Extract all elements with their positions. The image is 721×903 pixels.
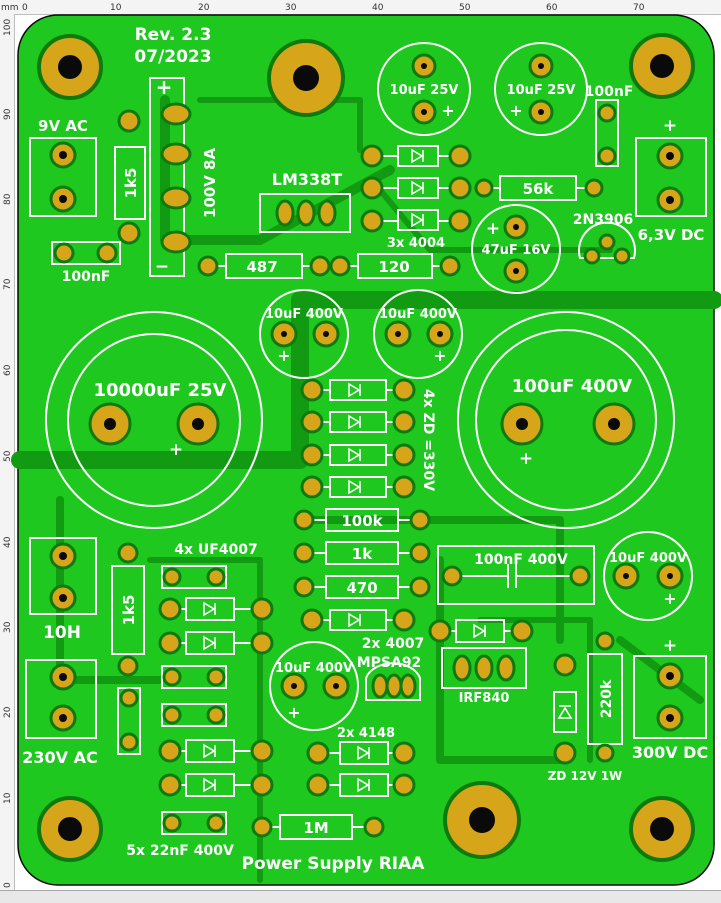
ruler-tick: 30 (3, 621, 13, 633)
label-bridge: 100V 8A (201, 148, 219, 219)
label-5x-22nf: 5x 22nF 400V (126, 843, 234, 859)
ruler-tick: 0 (22, 3, 28, 13)
label-9v-ac: 9V AC (38, 117, 88, 135)
solder-pads (49, 53, 684, 838)
silkscreen-labels: Rev. 2.3 07/2023 9V AC 1k5 100nF + − 100… (22, 25, 708, 874)
label-r487: 487 (246, 258, 277, 276)
label-c10uf400-c: 10uF 400V (609, 551, 687, 566)
label-r220k: 220k (599, 679, 615, 718)
ruler-tick: 40 (3, 536, 13, 548)
label-2x-4148: 2x 4148 (337, 726, 395, 741)
label-r56k: 56k (523, 180, 555, 198)
ruler-top-labels: mm 0 10 20 30 40 50 60 70 (1, 3, 645, 13)
diode-symbols (203, 148, 573, 793)
ruler-left (0, 14, 15, 890)
ruler-unit: mm (1, 3, 19, 13)
ruler-left-labels: 100 90 80 70 60 50 40 30 20 10 0 (3, 19, 13, 888)
ruler-tick: 100 (3, 19, 13, 36)
label-r120: 120 (378, 258, 409, 276)
c10uf400-a-plus: + (277, 346, 290, 365)
ruler-tick: 60 (546, 3, 558, 13)
label-zd-12v: ZD 12V 1W (548, 769, 623, 783)
ruler-tick: 10 (3, 792, 13, 804)
label-2x-4007: 2x 4007 (362, 636, 425, 652)
c47uf-plus: + (486, 219, 500, 239)
date-label: 07/2023 (134, 47, 211, 67)
ruler-tick: 30 (285, 3, 297, 13)
ruler-tick: 50 (3, 450, 13, 462)
label-2n3906: 2N3906 (573, 212, 633, 228)
label-r470: 470 (346, 579, 377, 597)
bridge-plus-mark: + (156, 75, 173, 99)
label-4x-zd: 4x ZD =330V (420, 389, 436, 491)
label-r1m: 1M (303, 819, 328, 837)
label-mpsa92: MPSA92 (357, 655, 422, 671)
label-r1k5-top: 1k5 (122, 168, 140, 199)
label-c10uf-a: 10uF 25V (390, 83, 459, 98)
label-c10000uf: 10000uF 25V (94, 380, 227, 401)
label-c100nf-400v: 100nF 400V (474, 552, 568, 568)
c10000uf-plus: + (169, 440, 183, 460)
c10uf400-b-plus: + (433, 346, 446, 365)
out300v-plus: + (663, 636, 677, 656)
label-c100uf-400v: 100uF 400V (512, 376, 633, 397)
label-230v-ac: 230V AC (22, 748, 97, 767)
status-bar (0, 890, 721, 903)
label-irf840: IRF840 (459, 691, 510, 706)
label-10h: 10H (43, 623, 81, 643)
label-300v-dc: 300V DC (632, 743, 708, 762)
c10uf400-c-plus: + (663, 589, 676, 608)
revision-label: Rev. 2.3 (135, 25, 212, 45)
c100uf-plus: + (519, 449, 533, 469)
ruler-tick: 90 (3, 108, 13, 120)
ruler-tick: 10 (110, 3, 122, 13)
ruler-tick: 50 (459, 3, 471, 13)
ruler-tick: 40 (372, 3, 384, 13)
pcb-board (17, 14, 715, 886)
label-c47uf: 47uF 16V (482, 243, 551, 258)
c10uf-a-plus: + (441, 101, 454, 120)
label-c10uf400-d: 10uF 400V (275, 661, 353, 676)
ruler-tick: 60 (3, 364, 13, 376)
label-r1k5-bottom: 1k5 (120, 595, 138, 626)
label-c10uf400-b: 10uF 400V (379, 307, 457, 322)
out63v-plus: + (663, 116, 677, 136)
label-4x-uf4007: 4x UF4007 (174, 542, 258, 558)
label-c10uf400-a: 10uF 400V (265, 307, 343, 322)
ruler-tick: 80 (3, 193, 13, 205)
ruler-tick: 20 (3, 706, 13, 718)
pad-holes (59, 63, 674, 722)
label-6-3v-dc: 6,3V DC (638, 226, 705, 244)
ruler-tick: 0 (3, 882, 13, 888)
c10uf400-d-plus: + (287, 703, 300, 722)
ruler-tick: 20 (198, 3, 210, 13)
bridge-minus-mark: − (155, 257, 169, 277)
board-title: Power Supply RIAA (242, 854, 426, 874)
label-c10uf-b: 10uF 25V (507, 83, 576, 98)
c10uf-b-plus: + (509, 101, 522, 120)
ruler-tick: 70 (3, 278, 13, 290)
label-100nf-a: 100nF (62, 269, 111, 285)
ruler-tick: 70 (633, 3, 645, 13)
label-100nf-b: 100nF (585, 84, 634, 100)
label-3x-4004: 3x 4004 (387, 236, 445, 251)
label-lm338t: LM338T (272, 170, 343, 189)
label-r1k: 1k (352, 545, 373, 563)
mounting-holes (37, 33, 695, 862)
label-r100k: 100k (341, 512, 383, 530)
